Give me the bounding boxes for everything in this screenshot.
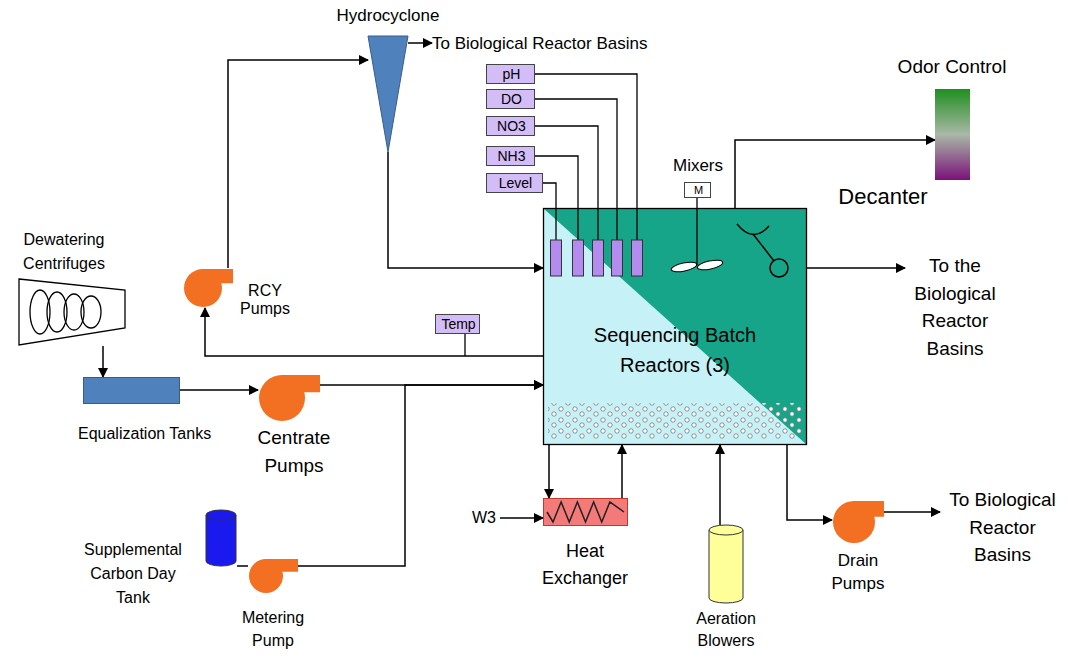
sensor-box: DO bbox=[486, 89, 535, 109]
destination-text: To Biological Reactor Basins bbox=[432, 32, 682, 56]
sensor-leader bbox=[464, 334, 465, 356]
node-label: Level bbox=[487, 174, 544, 192]
pump-symbol: RCY Pumps bbox=[183, 268, 233, 308]
flow-arrow bbox=[237, 565, 248, 567]
flow-arrow bbox=[787, 445, 832, 520]
node-label: RCY Pumps bbox=[235, 282, 295, 317]
flow-arrow bbox=[228, 60, 368, 268]
shape-svg bbox=[248, 558, 298, 594]
flow-arrow bbox=[548, 445, 550, 498]
flow-arrow bbox=[388, 152, 543, 268]
sensor-box: Level bbox=[486, 173, 543, 193]
node-label: W3 bbox=[468, 508, 500, 527]
reactor-tank: Sequencing Batch Reactors (3) Decanter bbox=[543, 208, 807, 445]
flow-arrow bbox=[719, 445, 721, 525]
day-tank: Supplemental Carbon Day Tank bbox=[205, 510, 237, 566]
shape-svg bbox=[935, 89, 970, 180]
shape-svg bbox=[205, 510, 237, 566]
node-label: NO3 bbox=[487, 117, 536, 135]
pump-symbol: Drain Pumps bbox=[832, 500, 884, 544]
shape-svg bbox=[543, 498, 628, 526]
sensor-box: pH bbox=[486, 64, 535, 84]
shape-svg bbox=[183, 268, 233, 308]
node-label: To the Biological Reactor Basins bbox=[905, 252, 1005, 362]
node-label: Supplemental Carbon Day Tank bbox=[80, 538, 186, 610]
sensor-leader bbox=[543, 183, 556, 209]
flow-arrow bbox=[621, 445, 623, 498]
flow-arrow bbox=[180, 389, 258, 391]
sensor-leader bbox=[535, 74, 637, 209]
node-label: Hydrocyclone bbox=[308, 6, 468, 26]
node-label: Heat Exchanger bbox=[535, 538, 635, 592]
destination-text: To the Biological Reactor Basins bbox=[905, 252, 1005, 364]
tank-box: Equalization Tanks bbox=[83, 377, 180, 404]
node-label: NH3 bbox=[487, 147, 536, 165]
node-label: pH bbox=[487, 65, 536, 83]
shape-svg bbox=[18, 278, 126, 346]
flow-arrow bbox=[298, 385, 543, 566]
utility-text: W3 bbox=[468, 508, 500, 528]
node-label: To Biological Reactor Basins bbox=[432, 34, 682, 54]
shape-svg bbox=[832, 500, 884, 544]
flow-arrow bbox=[408, 42, 432, 44]
node-label: Centrate Pumps bbox=[244, 424, 344, 479]
flow-arrow bbox=[791, 267, 905, 269]
centrifuge: Dewatering Centrifuges bbox=[18, 278, 126, 346]
shape-svg bbox=[368, 36, 408, 152]
shape-svg bbox=[733, 220, 791, 280]
flow-arrow bbox=[102, 346, 104, 377]
node-label: Odor Control bbox=[887, 56, 1017, 79]
heat-exchanger: Heat Exchanger bbox=[543, 498, 628, 526]
mixer-shaft bbox=[696, 198, 697, 209]
node-label: Decanter bbox=[828, 184, 938, 210]
node-label: Mixers bbox=[668, 156, 728, 176]
sensor-leader bbox=[535, 126, 598, 209]
flow-arrow bbox=[500, 517, 543, 519]
shape-svg bbox=[708, 525, 744, 603]
sensor-leader bbox=[535, 99, 617, 209]
node-label: To Biological Reactor Basins bbox=[940, 486, 1065, 569]
pump-symbol: Centrate Pumps bbox=[258, 374, 320, 422]
blower: Aeration Blowers bbox=[708, 525, 744, 603]
node-label: Equalization Tanks bbox=[78, 422, 188, 446]
sensor-box: Temp bbox=[435, 314, 480, 334]
odor-control: Odor Control bbox=[935, 89, 970, 180]
node-label: Aeration Blowers bbox=[676, 608, 776, 651]
node-label: Drain Pumps bbox=[812, 550, 904, 596]
node-label: Temp bbox=[436, 315, 481, 333]
sensor-box: NH3 bbox=[486, 146, 535, 166]
pump-symbol: Metering Pump bbox=[248, 558, 298, 594]
mixer-box: MixersM bbox=[684, 182, 711, 198]
node-label: Dewatering Centrifuges bbox=[8, 228, 120, 276]
flow-arrow bbox=[884, 511, 940, 513]
destination-text: To Biological Reactor Basins bbox=[940, 486, 1065, 576]
node-label: Sequencing Batch Reactors (3) bbox=[583, 320, 767, 380]
shape-svg bbox=[258, 374, 320, 422]
hydrocyclone: Hydrocyclone bbox=[368, 36, 408, 152]
node-label: M bbox=[685, 183, 712, 197]
decanter: Decanter bbox=[733, 220, 791, 280]
sensor-box: NO3 bbox=[486, 116, 535, 136]
node-label: DO bbox=[487, 90, 536, 108]
node-label: Metering Pump bbox=[225, 606, 321, 652]
